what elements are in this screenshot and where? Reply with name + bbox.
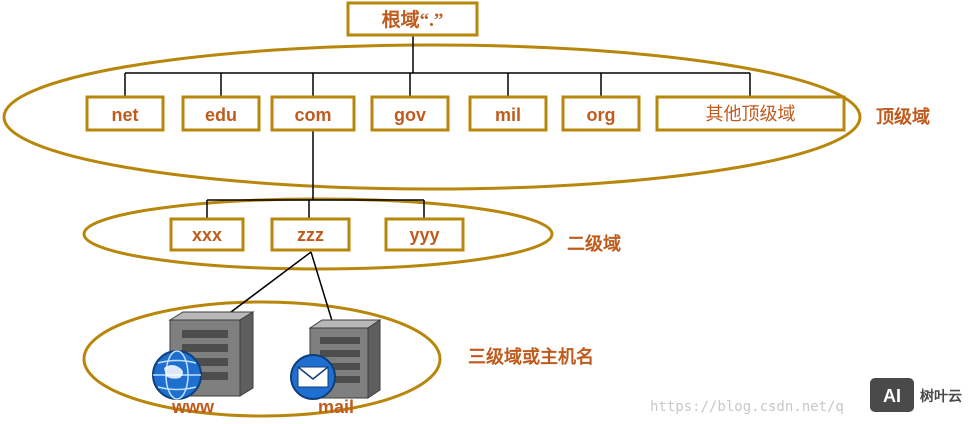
tld-gov-label: gov — [394, 105, 426, 125]
tld-other-label: 其他顶级域 — [706, 104, 796, 124]
tld-org-box — [561, 95, 641, 132]
watermark-url: https://blog.csdn.net/q — [650, 399, 844, 415]
watermark-logo: AI — [870, 378, 914, 412]
tld-net-label: net — [112, 105, 139, 125]
tier-label-top-level: 顶级域 — [876, 106, 930, 127]
tld-gov-box — [370, 95, 450, 132]
watermark-brand: 树叶云 — [920, 388, 962, 404]
sld-yyy-box — [384, 217, 465, 252]
svg-text:AI: AI — [883, 386, 901, 406]
root-node-box — [346, 1, 479, 37]
tld-mil-label: mil — [495, 105, 521, 125]
sld-zzz-label: zzz — [297, 225, 324, 245]
tier-label-second-level: 二级域 — [567, 233, 621, 254]
envelope-icon — [290, 354, 336, 400]
tld-com-label: com — [294, 105, 331, 125]
sld-yyy-label: yyy — [409, 225, 439, 245]
sld-zzz-box — [270, 217, 351, 252]
tld-mil-box — [468, 95, 548, 132]
mail-host-label: mail — [318, 397, 354, 417]
mail-server-icon — [308, 319, 382, 399]
tld-edu-box — [181, 95, 261, 132]
top-level-ring — [2, 43, 862, 191]
sld-xxx-label: xxx — [192, 225, 222, 245]
www-host-label: www — [171, 397, 215, 417]
root-node-label: 根域“.” — [382, 8, 444, 31]
second-level-ring — [82, 197, 554, 271]
host-level-ring — [82, 300, 442, 418]
tld-edu-label: edu — [205, 105, 237, 125]
tier-label-host-level: 三级域或主机名 — [468, 346, 594, 367]
sld-xxx-box — [169, 217, 245, 252]
connector-lines — [124, 34, 751, 331]
tld-other-box — [655, 95, 846, 132]
globe-icon — [152, 350, 202, 400]
tld-com-box — [270, 95, 356, 132]
tld-net-box — [85, 95, 165, 132]
tld-org-label: org — [587, 105, 616, 125]
